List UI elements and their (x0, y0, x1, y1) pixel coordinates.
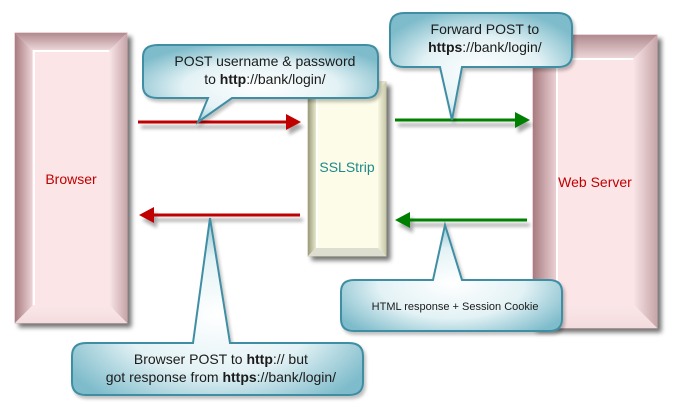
callout-result-prefix1: Browser POST to (134, 351, 247, 367)
arrow-sslstrip-to-server (395, 112, 530, 128)
callout-result-suffix2: ://bank/login/ (257, 369, 336, 385)
sslstrip-node: SSLStrip (307, 81, 387, 257)
callout-post-credentials: POST username & password to http://bank/… (142, 44, 379, 125)
callout-result-suffix1: :// but (273, 351, 308, 367)
callout-post-protocol: http (220, 71, 246, 87)
callout-forward-protocol: https (428, 39, 462, 55)
svg-text:to http://bank/login/: to http://bank/login/ (177, 71, 345, 87)
callout-post-prefix: to (204, 71, 220, 87)
callout-result-http: http (246, 351, 272, 367)
browser-label: Browser (45, 171, 97, 187)
callout-forward-line1: Forward POST to (431, 21, 540, 37)
callout-post-url: ://bank/login/ (246, 71, 325, 87)
svg-text:HTML response + Session Cookie: HTML response + Session Cookie (350, 301, 554, 313)
web-server-label: Web Server (558, 174, 632, 190)
svg-text:Browser POST to http:// but: Browser POST to http:// but (107, 351, 328, 367)
callout-post-line1: POST username & password (174, 53, 355, 69)
callout-html-response-text: HTML response + Session Cookie (372, 301, 539, 313)
web-server-node: Web Server (532, 34, 658, 329)
svg-text:Forward POST to: Forward POST to (403, 21, 558, 37)
arrow-server-to-sslstrip (395, 212, 527, 228)
browser-node: Browser (14, 32, 128, 324)
callout-forward-post: Forward POST to https://bank/login/ (389, 12, 573, 121)
callout-browser-result: Browser POST to http:// but got response… (71, 217, 364, 396)
svg-text:https://bank/login/: https://bank/login/ (401, 39, 561, 55)
callout-result-https: https (222, 369, 256, 385)
callout-result-prefix2: got response from (106, 369, 223, 385)
svg-text:got response from https://bank: got response from https://bank/login/ (78, 369, 355, 385)
arrow-sslstrip-to-browser (139, 207, 300, 223)
sslstrip-label: SSLStrip (319, 159, 374, 175)
callout-html-response: HTML response + Session Cookie (340, 221, 563, 332)
svg-text:POST username & password: POST username & password (147, 53, 375, 69)
arrow-browser-to-sslstrip (138, 114, 301, 130)
callout-forward-url: ://bank/login/ (462, 39, 541, 55)
